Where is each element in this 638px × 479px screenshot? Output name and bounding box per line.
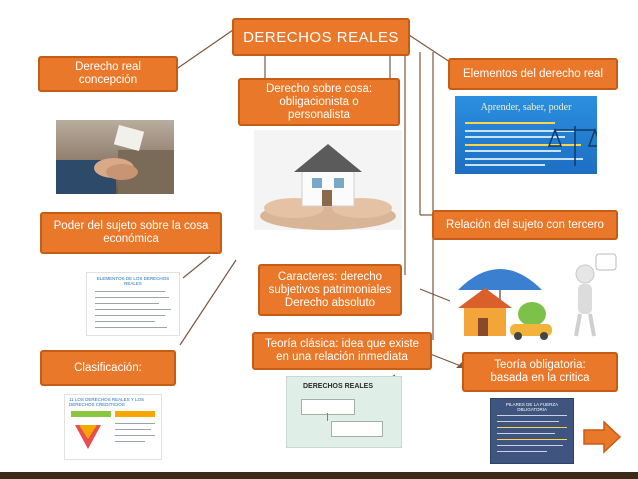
clasica-doc-title: DERECHOS REALES	[303, 383, 374, 390]
node-elementos: Elementos del derecho real	[448, 58, 618, 90]
node-concepcion-text: Derecho real concepción	[75, 61, 141, 86]
title-text: DERECHOS REALES	[243, 28, 399, 46]
handshake-drawing	[56, 124, 174, 194]
elementos-doc-title: ELEMENTOS DE LOS DERECHOS REALES	[96, 276, 170, 286]
handshake-image	[56, 120, 174, 194]
elementos-heading: Aprender, saber, poder	[480, 102, 572, 113]
node-relacion: Relación del sujeto con tercero	[432, 210, 618, 240]
scales-icon	[547, 126, 597, 166]
node-cosa-text: Derecho sobre cosa: obligacionista o per…	[265, 82, 373, 121]
node-clasificacion-text: Clasificación:	[74, 361, 142, 374]
bottom-strip	[0, 472, 638, 479]
node-caracteres: Caracteres: derecho subjetivos patrimoni…	[258, 264, 402, 316]
node-poder-text: Poder del sujeto sobre la cosa económica	[53, 220, 209, 245]
node-caracteres-text: Caracteres: derecho subjetivos patrimoni…	[268, 270, 392, 309]
connector-caracteres-clasificacion	[179, 259, 237, 346]
node-clasificacion: Clasificación:	[40, 350, 176, 386]
clasica-doc-image: DERECHOS REALES	[286, 376, 402, 448]
clasificacion-doc-title: 11 LOS DERECHOS REALES Y LOS DERECHOS CR…	[69, 397, 145, 407]
connector-title-concepcion	[174, 29, 234, 71]
node-poder: Poder del sujeto sobre la cosa económica	[40, 212, 222, 254]
umbrella-house-drawing	[458, 253, 617, 340]
clasificacion-doc-image: 11 LOS DERECHOS REALES Y LOS DERECHOS CR…	[64, 394, 162, 460]
elementos-doc-image: ELEMENTOS DE LOS DERECHOS REALES	[86, 272, 180, 336]
node-obligatoria: Teoría obligatoria: basada en la critica	[462, 352, 618, 392]
node-cosa: Derecho sobre cosa: obligacionista o per…	[238, 78, 400, 126]
title-box: DERECHOS REALES	[232, 18, 410, 56]
connector-poder-image	[182, 255, 211, 279]
elementos-slide-image: Aprender, saber, poder	[455, 96, 597, 174]
umbrella-house-image	[450, 250, 618, 342]
node-elementos-text: Elementos del derecho real	[463, 67, 603, 80]
node-relacion-text: Relación del sujeto con tercero	[446, 218, 604, 231]
pilares-doc-image: PILARES DE LA FUERZA OBLIGATORIA	[490, 398, 574, 464]
node-obligatoria-text: Teoría obligatoria: basada en la critica	[490, 359, 590, 384]
node-concepcion: Derecho real concepción	[38, 56, 178, 92]
next-arrow-icon[interactable]	[582, 420, 622, 454]
pyramid-icon	[75, 425, 101, 449]
house-in-hands-image	[254, 130, 402, 230]
node-clasica: Teoría clásica: idea que existe en una r…	[252, 332, 432, 370]
house-drawing	[260, 144, 396, 230]
pilares-doc-title: PILARES DE LA FUERZA OBLIGATORIA	[505, 402, 559, 412]
node-clasica-text: Teoría clásica: idea que existe en una r…	[264, 338, 420, 363]
